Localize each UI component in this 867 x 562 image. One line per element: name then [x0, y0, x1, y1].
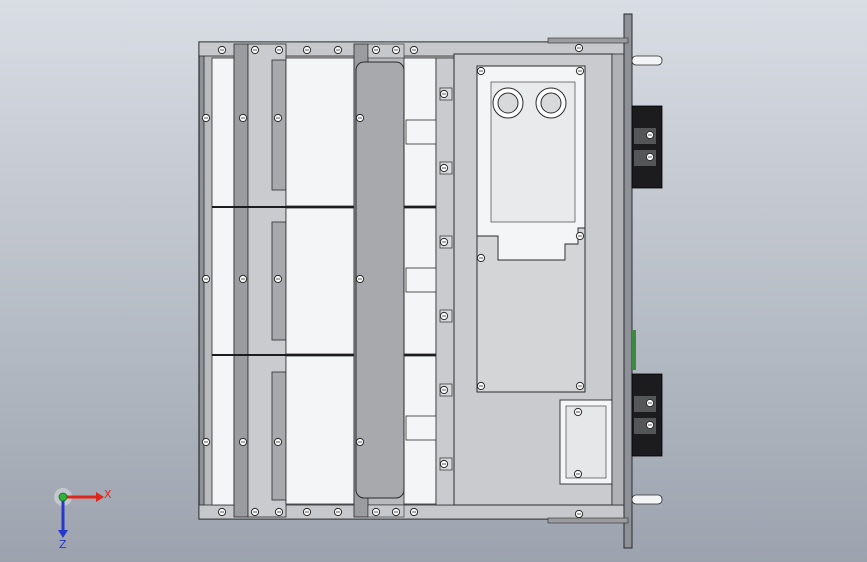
terminal-blocks [405, 57, 455, 506]
y-axis-dot [58, 492, 68, 502]
front-panel-flange [547, 13, 663, 549]
x-axis-label: X [104, 488, 112, 501]
z-axis-label: Z [59, 538, 67, 551]
orientation-triad: X Z [54, 488, 112, 551]
center-cover-plate [353, 43, 405, 518]
electronics-compartment [453, 53, 625, 506]
